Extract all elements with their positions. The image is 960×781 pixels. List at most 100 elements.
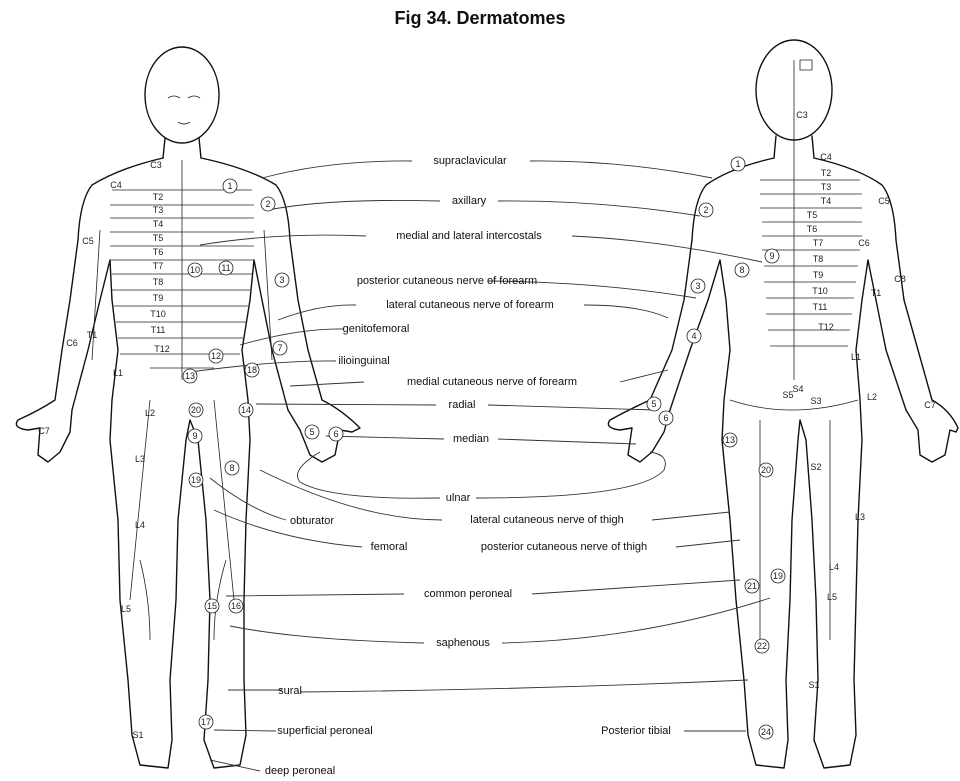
back-segment-c5: C5 (878, 196, 890, 206)
back-segment-s3: S3 (810, 396, 821, 406)
front-number-label: 5 (309, 427, 314, 437)
back-number-marker: 9 (765, 249, 779, 263)
back-number-label: 9 (769, 251, 774, 261)
back-number-label: 13 (725, 435, 735, 445)
nerve-label-posterior-tibial: Posterior tibial (601, 725, 671, 737)
back-segment-l1: L1 (851, 352, 861, 362)
back-number-label: 5 (651, 399, 656, 409)
nerve-label-lat-cut-thigh: lateral cutaneous nerve of thigh (470, 514, 624, 526)
back-number-label: 2 (703, 205, 708, 215)
nerve-labels: supraclavicularaxillarymedial and latera… (265, 155, 671, 777)
front-body-figure (16, 47, 360, 768)
back-number-label: 21 (747, 581, 757, 591)
front-number-marker: 17 (199, 715, 213, 729)
front-number-label: 19 (191, 475, 201, 485)
nerve-label-obturator: obturator (290, 515, 334, 527)
back-segment-l3: L3 (855, 512, 865, 522)
front-number-marker: 10 (188, 263, 202, 277)
front-segment-t10: T10 (150, 309, 166, 319)
back-number-marker: 4 (687, 329, 701, 343)
back-number-label: 24 (761, 727, 771, 737)
front-segment-t12: T12 (154, 344, 170, 354)
front-segment-c6: C6 (66, 338, 78, 348)
front-number-marker: 16 (229, 599, 243, 613)
back-segment-t7: T7 (813, 238, 824, 248)
front-segment-t11: T11 (151, 325, 166, 335)
front-number-marker: 14 (239, 403, 253, 417)
front-number-marker: 8 (225, 461, 239, 475)
back-number-marker: 6 (659, 411, 673, 425)
back-segment-t2: T2 (821, 168, 832, 178)
front-number-marker: 6 (329, 427, 343, 441)
back-number-label: 6 (663, 413, 668, 423)
back-number-label: 4 (691, 331, 696, 341)
back-number-marker: 19 (771, 569, 785, 583)
back-segment-c4: C4 (820, 152, 832, 162)
front-number-label: 13 (185, 371, 195, 381)
front-number-label: 18 (247, 365, 257, 375)
back-number-label: 20 (761, 465, 771, 475)
front-number-label: 2 (265, 199, 270, 209)
front-number-label: 15 (207, 601, 217, 611)
front-number-label: 7 (277, 343, 282, 353)
front-segment-l4: L4 (135, 520, 145, 530)
nerve-label-femoral: femoral (371, 541, 408, 553)
back-segment-l2: L2 (867, 392, 877, 402)
front-number-marker: 13 (183, 369, 197, 383)
back-segment-c8: C8 (894, 274, 906, 284)
back-number-marker: 2 (699, 203, 713, 217)
front-number-marker: 18 (245, 363, 259, 377)
back-segment-t3: T3 (821, 182, 832, 192)
nerve-label-radial: radial (449, 399, 476, 411)
front-number-label: 9 (192, 431, 197, 441)
front-segment-s1: S1 (132, 730, 143, 740)
front-segment-t1: T1 (87, 330, 98, 340)
front-segment-l3: L3 (135, 454, 145, 464)
number-markers: 1237891011121314151617181920561234568913… (183, 157, 785, 739)
leader-lines (190, 161, 770, 771)
back-number-marker: 13 (723, 433, 737, 447)
front-number-marker: 19 (189, 473, 203, 487)
front-segment-t6: T6 (153, 247, 164, 257)
back-segment-l5: L5 (827, 592, 837, 602)
front-number-marker: 20 (189, 403, 203, 417)
nerve-label-sural: sural (278, 685, 302, 697)
back-segment-t5: T5 (807, 210, 818, 220)
nerve-label-superficial-peroneal: superficial peroneal (277, 725, 372, 737)
nerve-label-med-cut-forearm: medial cutaneous nerve of forearm (407, 376, 577, 388)
back-segment-t9: T9 (813, 270, 824, 280)
nerve-label-saphenous: saphenous (436, 637, 490, 649)
back-number-marker: 8 (735, 263, 749, 277)
front-segment-t3: T3 (153, 205, 164, 215)
back-segment-s1: S1 (808, 680, 819, 690)
front-number-marker: 7 (273, 341, 287, 355)
nerve-label-median: median (453, 433, 489, 445)
front-number-marker: 9 (188, 429, 202, 443)
back-number-marker: 1 (731, 157, 745, 171)
nerve-label-post-cut-forearm: posterior cutaneous nerve of forearm (357, 275, 537, 287)
back-segment-c7: C7 (924, 400, 936, 410)
front-segment-l2: L2 (145, 408, 155, 418)
back-segment-s5: S5 (782, 390, 793, 400)
back-segment-t11: T11 (813, 302, 828, 312)
front-number-label: 8 (229, 463, 234, 473)
back-segment-l4: L4 (829, 562, 839, 572)
front-segment-l5: L5 (121, 604, 131, 614)
nerve-label-intercostals: medial and lateral intercostals (396, 230, 542, 242)
front-number-marker: 3 (275, 273, 289, 287)
back-number-label: 3 (695, 281, 700, 291)
nerve-label-deep-peroneal: deep peroneal (265, 765, 335, 777)
nerve-label-common-peroneal: common peroneal (424, 588, 512, 600)
back-number-marker: 22 (755, 639, 769, 653)
front-segment-t2: T2 (153, 192, 164, 202)
back-number-marker: 3 (691, 279, 705, 293)
front-number-label: 3 (279, 275, 284, 285)
back-number-label: 22 (757, 641, 767, 651)
front-number-label: 20 (191, 405, 201, 415)
back-number-label: 1 (735, 159, 740, 169)
back-segment-t8: T8 (813, 254, 824, 264)
front-segment-c4: C4 (110, 180, 122, 190)
back-segment-c3: C3 (796, 110, 808, 120)
front-segment-t7: T7 (153, 261, 164, 271)
front-segment-c3: C3 (150, 160, 162, 170)
